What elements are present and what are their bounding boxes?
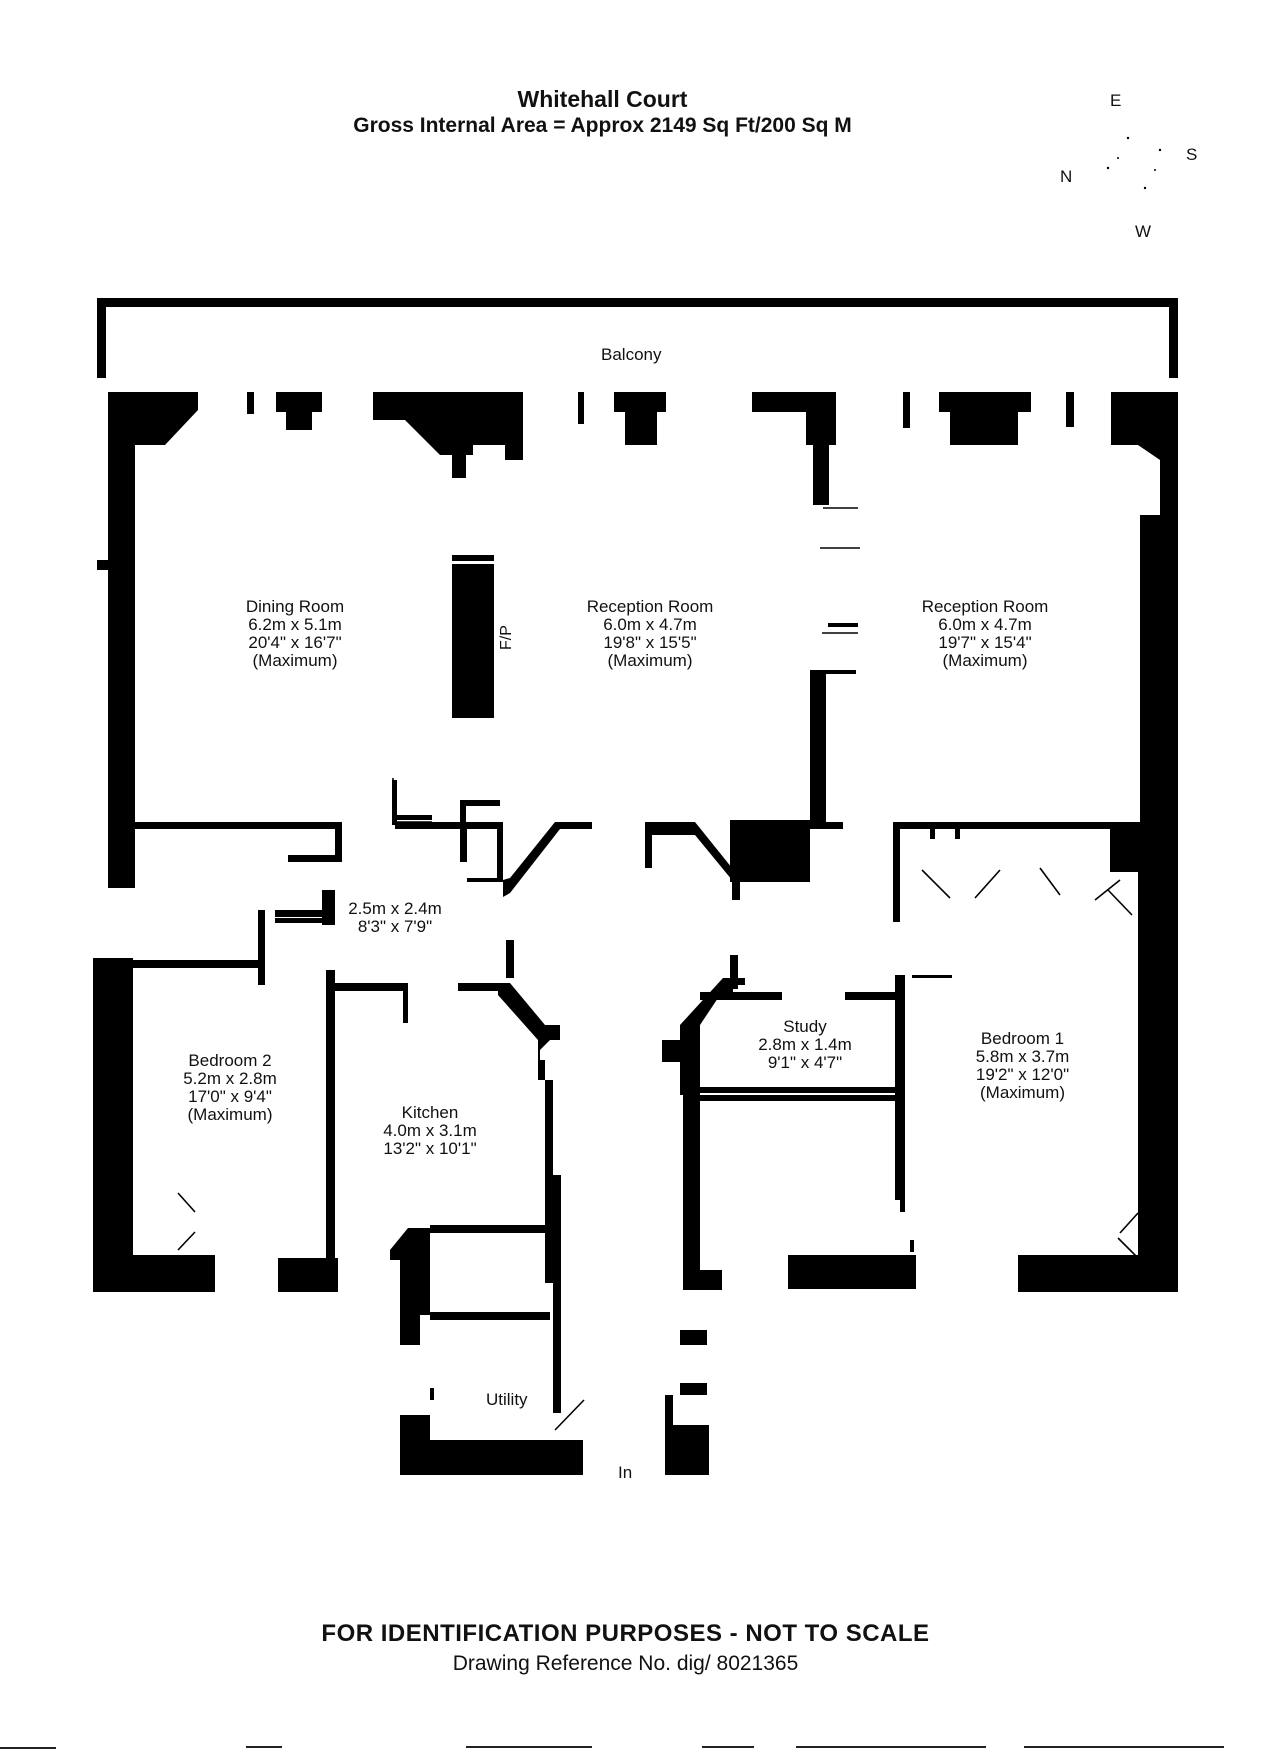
- study-metric: 2.8m x 1.4m: [758, 1035, 852, 1054]
- kitchen-imperial: 13'2" x 10'1": [383, 1139, 477, 1158]
- reception-room-1-name: Reception Room: [586, 597, 714, 616]
- dining-room-name: Dining Room: [245, 597, 345, 616]
- compass-south: S: [1186, 145, 1198, 164]
- bedroom-2-note: (Maximum): [187, 1105, 273, 1124]
- fireplace-label: F/P: [498, 625, 515, 650]
- reception-room-2-metric: 6.0m x 4.7m: [938, 615, 1032, 634]
- study-label: Study 2.8m x 1.4m 9'1" x 4'7": [730, 1018, 880, 1072]
- plan-area-subtitle: Gross Internal Area = Approx 2149 Sq Ft/…: [353, 114, 852, 137]
- drawing-reference: Drawing Reference No. dig/ 8021365: [452, 1652, 799, 1675]
- reception-room-2-name: Reception Room: [921, 597, 1049, 616]
- kitchen-metric: 4.0m x 3.1m: [383, 1121, 477, 1140]
- study-imperial: 9'1" x 4'7": [767, 1053, 843, 1072]
- bedroom-1-imperial: 19'2" x 12'0": [975, 1065, 1070, 1084]
- bedroom-1-note: (Maximum): [980, 1083, 1065, 1102]
- compass-east: E: [1110, 91, 1122, 110]
- bedroom-1-metric: 5.8m x 3.7m: [975, 1047, 1070, 1066]
- reception-room-2-label: Reception Room 6.0m x 4.7m 19'7" x 15'4"…: [890, 598, 1080, 670]
- hall-metric: 2.5m x 2.4m: [348, 899, 442, 918]
- utility-label: Utility: [486, 1390, 528, 1409]
- kitchen-name: Kitchen: [401, 1103, 459, 1122]
- bedroom-1-label: Bedroom 1 5.8m x 3.7m 19'2" x 12'0" (Max…: [935, 1030, 1110, 1102]
- dining-room-imperial: 20'4" x 16'7": [248, 633, 342, 652]
- reception-room-1-label: Reception Room 6.0m x 4.7m 19'8" x 15'5"…: [555, 598, 745, 670]
- reception-room-1-imperial: 19'8" x 15'5": [603, 633, 697, 652]
- reception-room-2-imperial: 19'7" x 15'4": [938, 633, 1032, 652]
- hall-imperial: 8'3" x 7'9": [357, 917, 433, 936]
- compass-north: N: [1060, 167, 1073, 186]
- plan-title: Whitehall Court: [517, 86, 688, 112]
- balcony-label: Balcony: [601, 345, 662, 364]
- compass-west: W: [1135, 222, 1152, 241]
- kitchen-label: Kitchen 4.0m x 3.1m 13'2" x 10'1": [345, 1104, 515, 1158]
- bedroom-2-name: Bedroom 2: [188, 1051, 272, 1070]
- reception-room-1-metric: 6.0m x 4.7m: [603, 615, 697, 634]
- hall-label: 2.5m x 2.4m 8'3" x 7'9": [330, 900, 460, 936]
- disclaimer-text: FOR IDENTIFICATION PURPOSES - NOT TO SCA…: [321, 1620, 930, 1647]
- study-name: Study: [783, 1017, 827, 1036]
- entrance-label: In: [618, 1463, 633, 1482]
- dining-room-note: (Maximum): [252, 651, 338, 670]
- bedroom-2-imperial: 17'0" x 9'4": [188, 1087, 272, 1106]
- reception-room-1-note: (Maximum): [607, 651, 693, 670]
- bedroom-2-label: Bedroom 2 5.2m x 2.8m 17'0" x 9'4" (Maxi…: [145, 1052, 315, 1124]
- reception-room-2-note: (Maximum): [942, 651, 1028, 670]
- dining-room-label: Dining Room 6.2m x 5.1m 20'4" x 16'7" (M…: [200, 598, 390, 670]
- bedroom-1-name: Bedroom 1: [980, 1029, 1065, 1048]
- dining-room-metric: 6.2m x 5.1m: [248, 615, 342, 634]
- bedroom-2-metric: 5.2m x 2.8m: [183, 1069, 277, 1088]
